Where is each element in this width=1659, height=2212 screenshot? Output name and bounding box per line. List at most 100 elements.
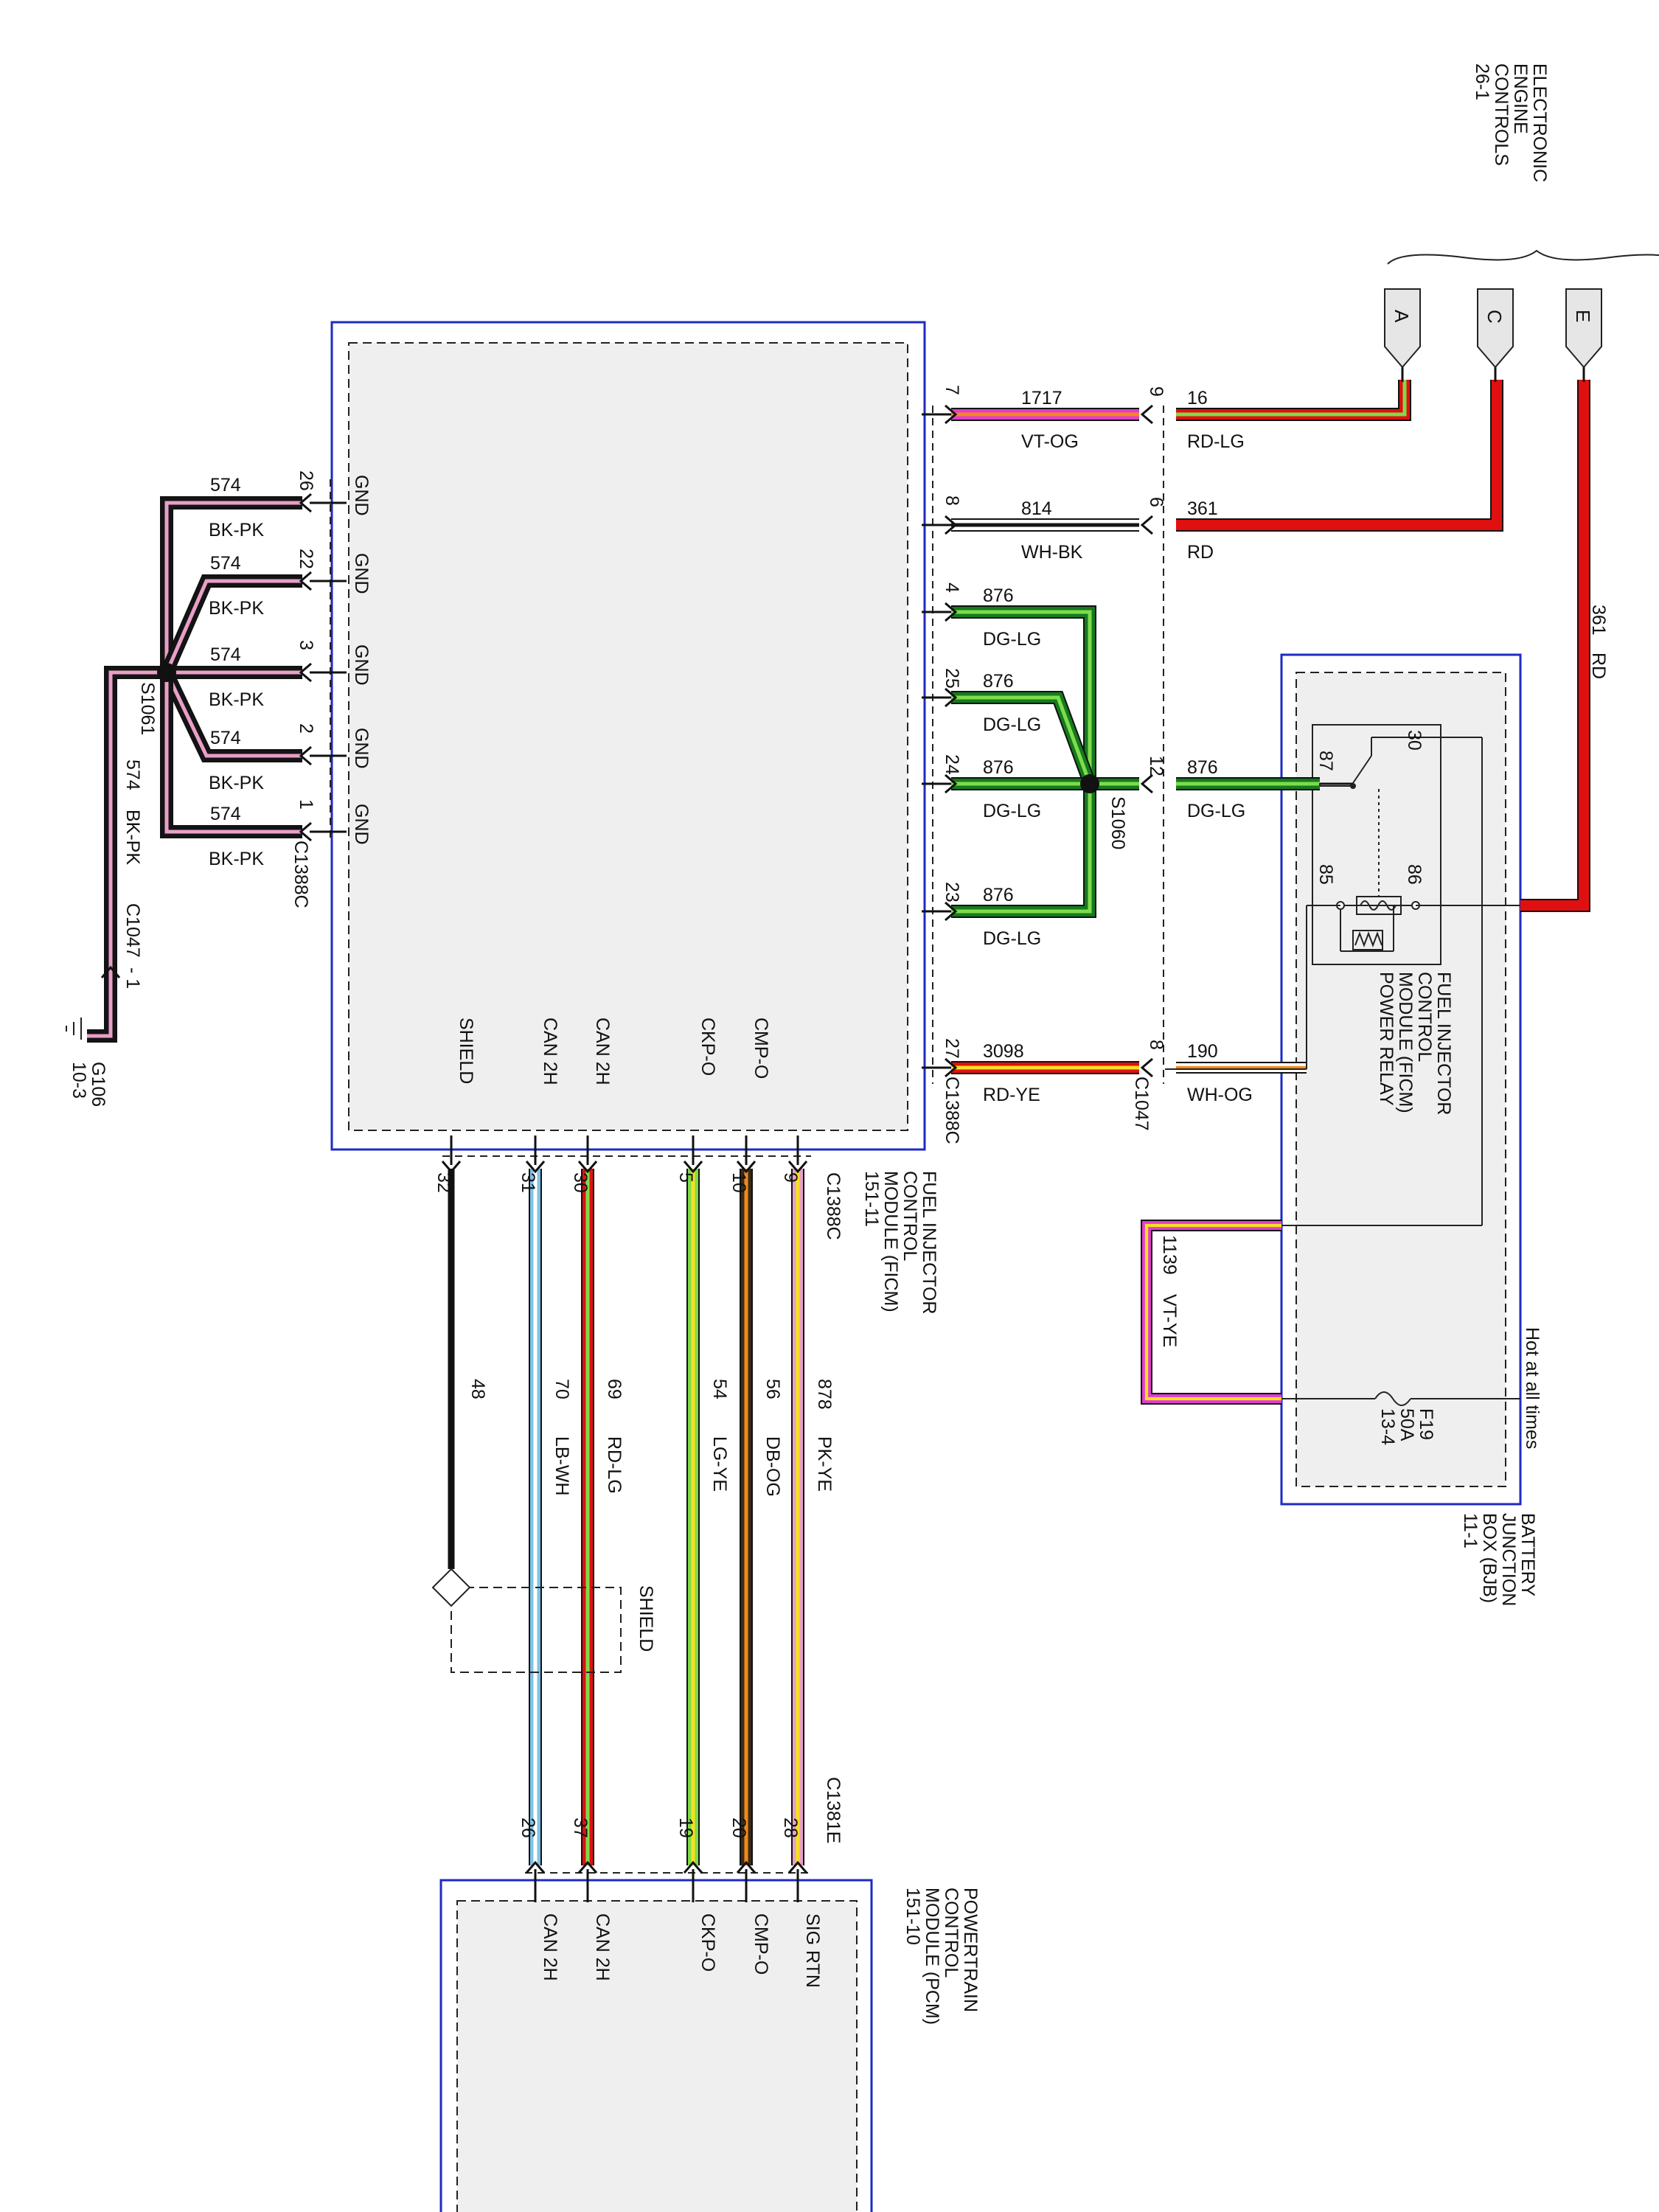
relay-box xyxy=(1312,724,1441,965)
ficm-wire-num-3: 876 xyxy=(983,671,1014,692)
splice-s1060-label: S1060 xyxy=(1107,796,1128,849)
bottom-wire-num-4: 56 xyxy=(762,1379,783,1399)
ficm-wire-num-1: 814 xyxy=(1021,498,1052,519)
ficm-module-label-line-2: CONTROL xyxy=(900,1171,920,1261)
gnd-pin-num-3: 2 xyxy=(296,723,316,734)
ficm-module-label-line-4: 151-11 xyxy=(861,1171,882,1227)
wire-361-rd-c xyxy=(1176,380,1503,532)
pcm-sig-1: CAN 2H xyxy=(540,1913,560,1981)
bottom-wire-num-5: 878 xyxy=(814,1379,835,1410)
fuse-label-line-3: 13-4 xyxy=(1377,1408,1398,1445)
c1047-pin-9 xyxy=(1140,404,1153,425)
relay-term-30: 30 xyxy=(1404,730,1425,751)
pcm-pin-num-3: 19 xyxy=(675,1818,696,1838)
ficm-bottom-pinnum-1: 31 xyxy=(518,1172,538,1193)
relay-label-line-3: MODULE (FICM) xyxy=(1395,972,1416,1113)
c1388c-label-right: C1388C xyxy=(942,1077,962,1144)
pcm-label-line-3: MODULE (PCM) xyxy=(922,1888,942,2025)
c1047-pin-num-6: 8 xyxy=(1146,1040,1166,1050)
gnd-pin-num-1: 22 xyxy=(296,549,316,569)
ficm-pin-25 xyxy=(922,687,958,708)
eec-connector-c xyxy=(1477,288,1514,369)
wire-1139-vt-ye xyxy=(1141,1220,1281,1405)
ext-wire-code-0: RD-LG xyxy=(1187,431,1245,452)
ficm-bottom-pin-31 xyxy=(525,1161,546,1174)
wire-876-pin4 xyxy=(951,605,1096,784)
pcm-label-line-4: 151-10 xyxy=(902,1888,923,1945)
ficm-wire-code-6: RD-YE xyxy=(983,1085,1040,1105)
ficm-pin-num-3: 25 xyxy=(942,668,962,689)
ficm-bottom-pinnum-2: 30 xyxy=(570,1172,591,1193)
c1047-pin-num-0: 9 xyxy=(1146,386,1166,397)
eec-label-line-4: 26-1 xyxy=(1472,63,1492,100)
eec-connector-a xyxy=(1384,288,1421,369)
pcm-sig-3: CKP-O xyxy=(698,1913,718,1972)
ext-wire-num-6: 190 xyxy=(1187,1041,1218,1062)
splice-s1061-label: S1061 xyxy=(137,682,158,735)
gnd-pin-name-2: GND xyxy=(351,644,372,686)
ground-wire-num: 574 xyxy=(122,759,143,790)
ground-label-line-1: G106 xyxy=(88,1062,108,1107)
ficm-wire-code-2: DG-LG xyxy=(983,629,1041,650)
ficm-wire-code-5: DG-LG xyxy=(983,928,1041,949)
pcm-pin-37 xyxy=(577,1860,598,1874)
ext-wire-num-4: 876 xyxy=(1187,757,1218,778)
ext-wire-num-1: 361 xyxy=(1187,498,1218,519)
ficm-module-box xyxy=(330,321,926,1151)
pcm-pin-20 xyxy=(736,1860,757,1874)
ficm-wire-num-2: 876 xyxy=(983,585,1014,606)
ficm-wire-num-6: 3098 xyxy=(983,1041,1024,1062)
pcm-pin-num-2: 37 xyxy=(570,1818,591,1838)
wire-361-e-code: RD xyxy=(1588,653,1609,679)
ficm-bottom-sig-4: CMP-O xyxy=(751,1018,771,1079)
ficm-bottom-sig-3: CKP-O xyxy=(698,1018,718,1076)
ficm-module-label-line-1: FUEL INJECTOR xyxy=(919,1171,939,1314)
wire-361-rd-e xyxy=(1520,380,1590,912)
ficm-bottom-pin-5 xyxy=(683,1161,703,1174)
relay-term-85: 85 xyxy=(1315,864,1336,885)
ficm-pin-num-4: 24 xyxy=(942,754,962,775)
ficm-bottom-pinnum-3: 5 xyxy=(675,1172,696,1183)
c1381e-label: C1381E xyxy=(823,1777,844,1843)
bjb-label-line-1: BATTERY xyxy=(1517,1513,1538,1596)
gnd-pin-num-4: 1 xyxy=(296,799,316,810)
splice-s1060-dot xyxy=(1080,774,1099,793)
ficm-gnd-pin-2 xyxy=(299,745,312,766)
ground-connector-label: C1047 xyxy=(122,903,143,958)
pcm-label-line-2: CONTROL xyxy=(941,1888,961,1978)
ficm-bottom-sig-2: CAN 2H xyxy=(592,1018,613,1085)
ficm-bottom-pinnum-0: 32 xyxy=(434,1172,454,1193)
wire-1139-num: 1139 xyxy=(1159,1235,1180,1275)
ficm-bottom-pinnum-5: 9 xyxy=(780,1172,801,1183)
ficm-bottom-pin-30 xyxy=(577,1161,598,1174)
gnd-wire-num-3: 574 xyxy=(210,728,241,748)
eec-connector-e-label: E xyxy=(1572,310,1594,322)
bottom-wire-code-2: RD-LG xyxy=(604,1436,625,1494)
gnd-pin-name-1: GND xyxy=(351,553,372,594)
ext-wire-code-4: DG-LG xyxy=(1187,801,1245,821)
ficm-bottom-sig-1: CAN 2H xyxy=(540,1018,560,1085)
ficm-module-label-line-3: MODULE (FICM) xyxy=(880,1171,901,1312)
ground-wire-code: BK-PK xyxy=(122,810,143,865)
ficm-bottom-pin-9 xyxy=(787,1161,808,1174)
gnd-wire-code-1: BK-PK xyxy=(209,598,264,619)
relay-label-line-2: CONTROL xyxy=(1414,972,1435,1062)
ground-connector-pin: - 1 xyxy=(122,967,143,989)
eec-connector-e xyxy=(1565,288,1602,369)
wire-16-rd-lg xyxy=(1176,380,1411,421)
ficm-gnd-pin-3 xyxy=(299,662,312,683)
bottom-wire-code-4: DB-OG xyxy=(762,1436,783,1497)
c1047-pin-num-4: 12 xyxy=(1146,756,1166,776)
ficm-gnd-pin-1 xyxy=(299,821,312,842)
pcm-sig-5: SIG RTN xyxy=(802,1913,823,1988)
ficm-pin-7 xyxy=(922,404,958,425)
relay-term-86: 86 xyxy=(1404,864,1425,885)
c1388c-label-left: C1388C xyxy=(291,841,311,908)
wire-574-gnd-22 xyxy=(160,574,302,675)
wire-361-e-num: 361 xyxy=(1588,605,1609,636)
splice-dots xyxy=(157,663,1099,793)
ground-label-line-2: 10-3 xyxy=(69,1062,89,1099)
c1047-pin-num-1: 6 xyxy=(1146,497,1166,507)
gnd-wire-code-0: BK-PK xyxy=(209,520,264,540)
